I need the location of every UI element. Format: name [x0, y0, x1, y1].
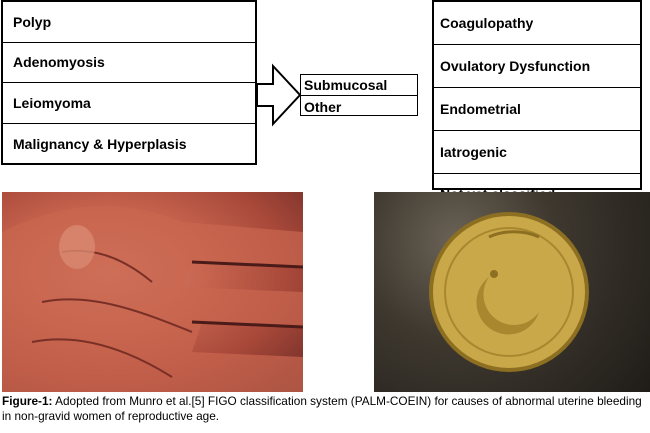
coein-item-ovulatory: Ovulatory Dysfunction [434, 45, 640, 88]
palm-item-malignancy: Malignancy & Hyperplasis [13, 135, 187, 152]
subtype-submucosal: Submucosal [301, 75, 417, 96]
right-arrow-icon [256, 63, 302, 127]
coein-classification-box: Coagulopathy Ovulatory Dysfunction Endom… [432, 0, 642, 202]
figure-caption: Figure-1: Adopted from Munro et al.[5] F… [2, 394, 648, 424]
palm-item-adenomyosis: Adenomyosis [3, 43, 255, 83]
palm-classification-box: Polyp Adenomyosis Leiomyoma Malignancy &… [1, 0, 257, 165]
caption-label: Figure-1: [2, 394, 53, 408]
caption-text: Adopted from Munro et al.[5] FIGO classi… [2, 394, 642, 423]
coein-item-coagulopathy: Coagulopathy [434, 2, 640, 45]
palm-item-polyp: Polyp [3, 2, 255, 43]
coin-photo [374, 192, 650, 392]
subtype-other: Other [304, 98, 342, 115]
coein-item-iatrogenic: Iatrogenic [434, 131, 640, 174]
palm-item-leiomyoma: Leiomyoma [3, 83, 255, 124]
leiomyoma-subtype-box: Submucosal Other [300, 74, 418, 116]
coein-item-endometrial: Endometrial [434, 88, 640, 131]
hand-pallor-photo [2, 192, 303, 392]
